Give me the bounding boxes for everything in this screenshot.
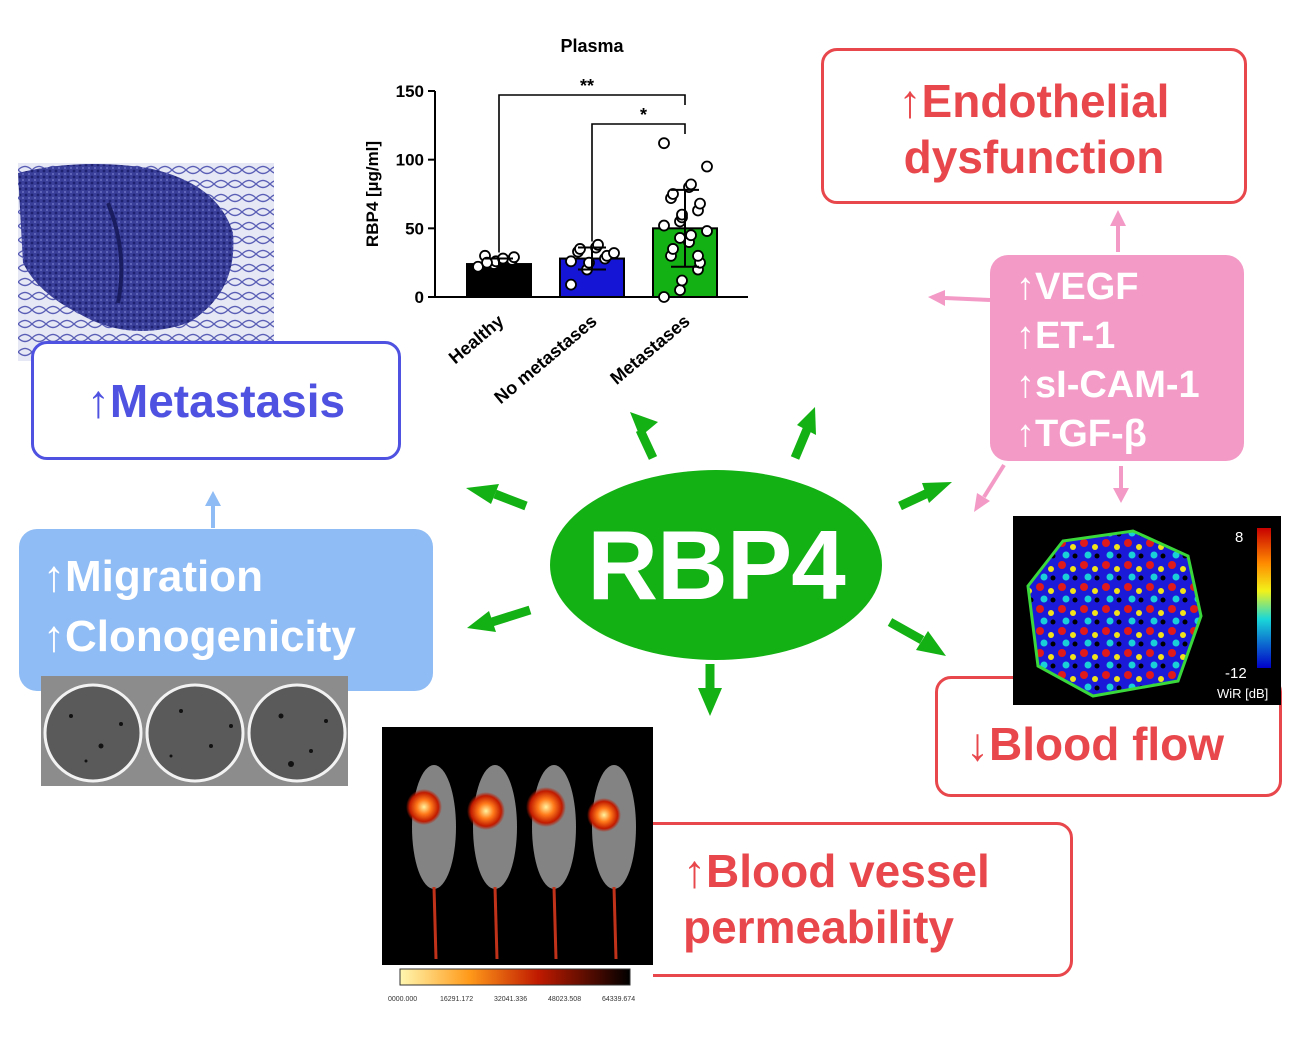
up-arrow-icon: ↑ (43, 612, 65, 661)
up-arrow-icon: ↑ (43, 552, 65, 601)
fluo-tick-2: 32041.336 (494, 996, 527, 1003)
scale-max: 8 (1235, 529, 1243, 546)
data-point (674, 284, 686, 297)
data-point (658, 137, 670, 150)
x-category-label: Metastases (606, 311, 693, 389)
up-arrow-icon: ↑ (683, 845, 706, 897)
data-point (674, 232, 686, 244)
sicam1-label: sI-CAM-1 (1035, 364, 1200, 406)
data-point (574, 243, 586, 255)
ultrasound-map: 8 -12 WiR [dB] (1026, 528, 1271, 701)
y-tick-label: 50 (405, 219, 424, 238)
significance-bracket (591, 123, 686, 242)
fluo-tick-0: 0000.000 (388, 996, 417, 1003)
y-tick-label: 0 (415, 288, 424, 307)
scale-min: -12 (1225, 665, 1247, 682)
rbp4-label: RBP4 (587, 509, 845, 620)
data-point (565, 278, 577, 291)
factors-box: ↑VEGF ↑ET-1 ↑sI-CAM-1 ↑TGF-β (990, 255, 1244, 461)
scale-unit: WiR [dB] (1217, 686, 1268, 701)
arrow-to-endothelial (790, 425, 813, 460)
up-arrow-icon: ↑ (86, 374, 110, 427)
arrow-to-factors (898, 487, 932, 511)
fluo-tick-4: 64339.674 (602, 996, 635, 1003)
fluorescence-mice: 0000.000 16291.172 32041.336 48023.508 6… (382, 727, 653, 1003)
data-point (685, 229, 697, 242)
up-arrow-icon: ↑ (1016, 413, 1035, 455)
ultrasound-image: 8 -12 WiR [dB] (1013, 516, 1281, 705)
significance-bracket (498, 94, 686, 253)
rbp4-node: RBP4 (550, 470, 882, 660)
x-category-label: Healthy (445, 311, 508, 368)
fluorescence-image: 0000.000 16291.172 32041.336 48023.508 6… (382, 727, 653, 1007)
y-tick-label: 100 (396, 151, 424, 170)
data-point (694, 197, 706, 210)
data-point (658, 291, 670, 303)
data-point (565, 255, 577, 268)
up-arrow-icon: ↑ (1016, 315, 1035, 357)
significance-label: ** (580, 76, 594, 96)
colony-plates-image (41, 676, 348, 786)
permeability-box: ↑Blood vessel permeability (630, 822, 1073, 977)
fluo-tick-3: 48023.508 (548, 996, 581, 1003)
histology-texture (18, 163, 274, 361)
tgfb-label: TGF-β (1035, 413, 1147, 455)
data-point (685, 178, 697, 191)
data-point (701, 160, 713, 173)
metastasis-label: Metastasis (109, 374, 346, 427)
arrow-to-metastasis (493, 489, 528, 511)
data-point (658, 219, 670, 232)
permeability-label-1: Blood vessel (706, 845, 990, 897)
up-arrow-icon: ↑ (1016, 266, 1035, 308)
y-tick-label: 150 (396, 82, 424, 101)
up-arrow-icon: ↑ (1016, 364, 1035, 406)
permeability-label-2: permeability (683, 901, 954, 953)
dysfunction-label: dysfunction (903, 131, 1165, 183)
clonogenicity-label: Clonogenicity (65, 612, 356, 661)
et1-label: ET-1 (1035, 315, 1116, 357)
data-point (676, 274, 688, 287)
fluo-tick-1: 16291.172 (440, 996, 473, 1003)
bloodflow-label: Blood flow (989, 718, 1225, 770)
arrow-to-bloodflow (887, 618, 925, 644)
data-point (667, 243, 679, 255)
up-arrow-icon: ↑ (898, 75, 922, 127)
data-point (692, 249, 704, 262)
migration-label: Migration (65, 552, 263, 601)
data-point (701, 225, 713, 237)
down-arrow-icon: ↓ (966, 718, 989, 770)
endothelial-label: Endothelial (921, 75, 1170, 127)
y-axis-label: RBP4 [µg/ml] (363, 141, 382, 247)
migration-box: ↑Migration ↑Clonogenicity (19, 529, 433, 691)
endothelial-box: ↑Endothelial dysfunction (821, 48, 1247, 204)
chart-title: Plasma (560, 36, 624, 56)
metastasis-box: ↑Metastasis (31, 341, 401, 460)
histology-image (18, 163, 274, 361)
significance-label: * (640, 105, 647, 125)
arrow-to-migration (490, 605, 532, 627)
vegf-label: VEGF (1035, 266, 1139, 308)
data-point (508, 251, 520, 264)
data-point (608, 247, 620, 259)
colony-plates (41, 676, 348, 786)
